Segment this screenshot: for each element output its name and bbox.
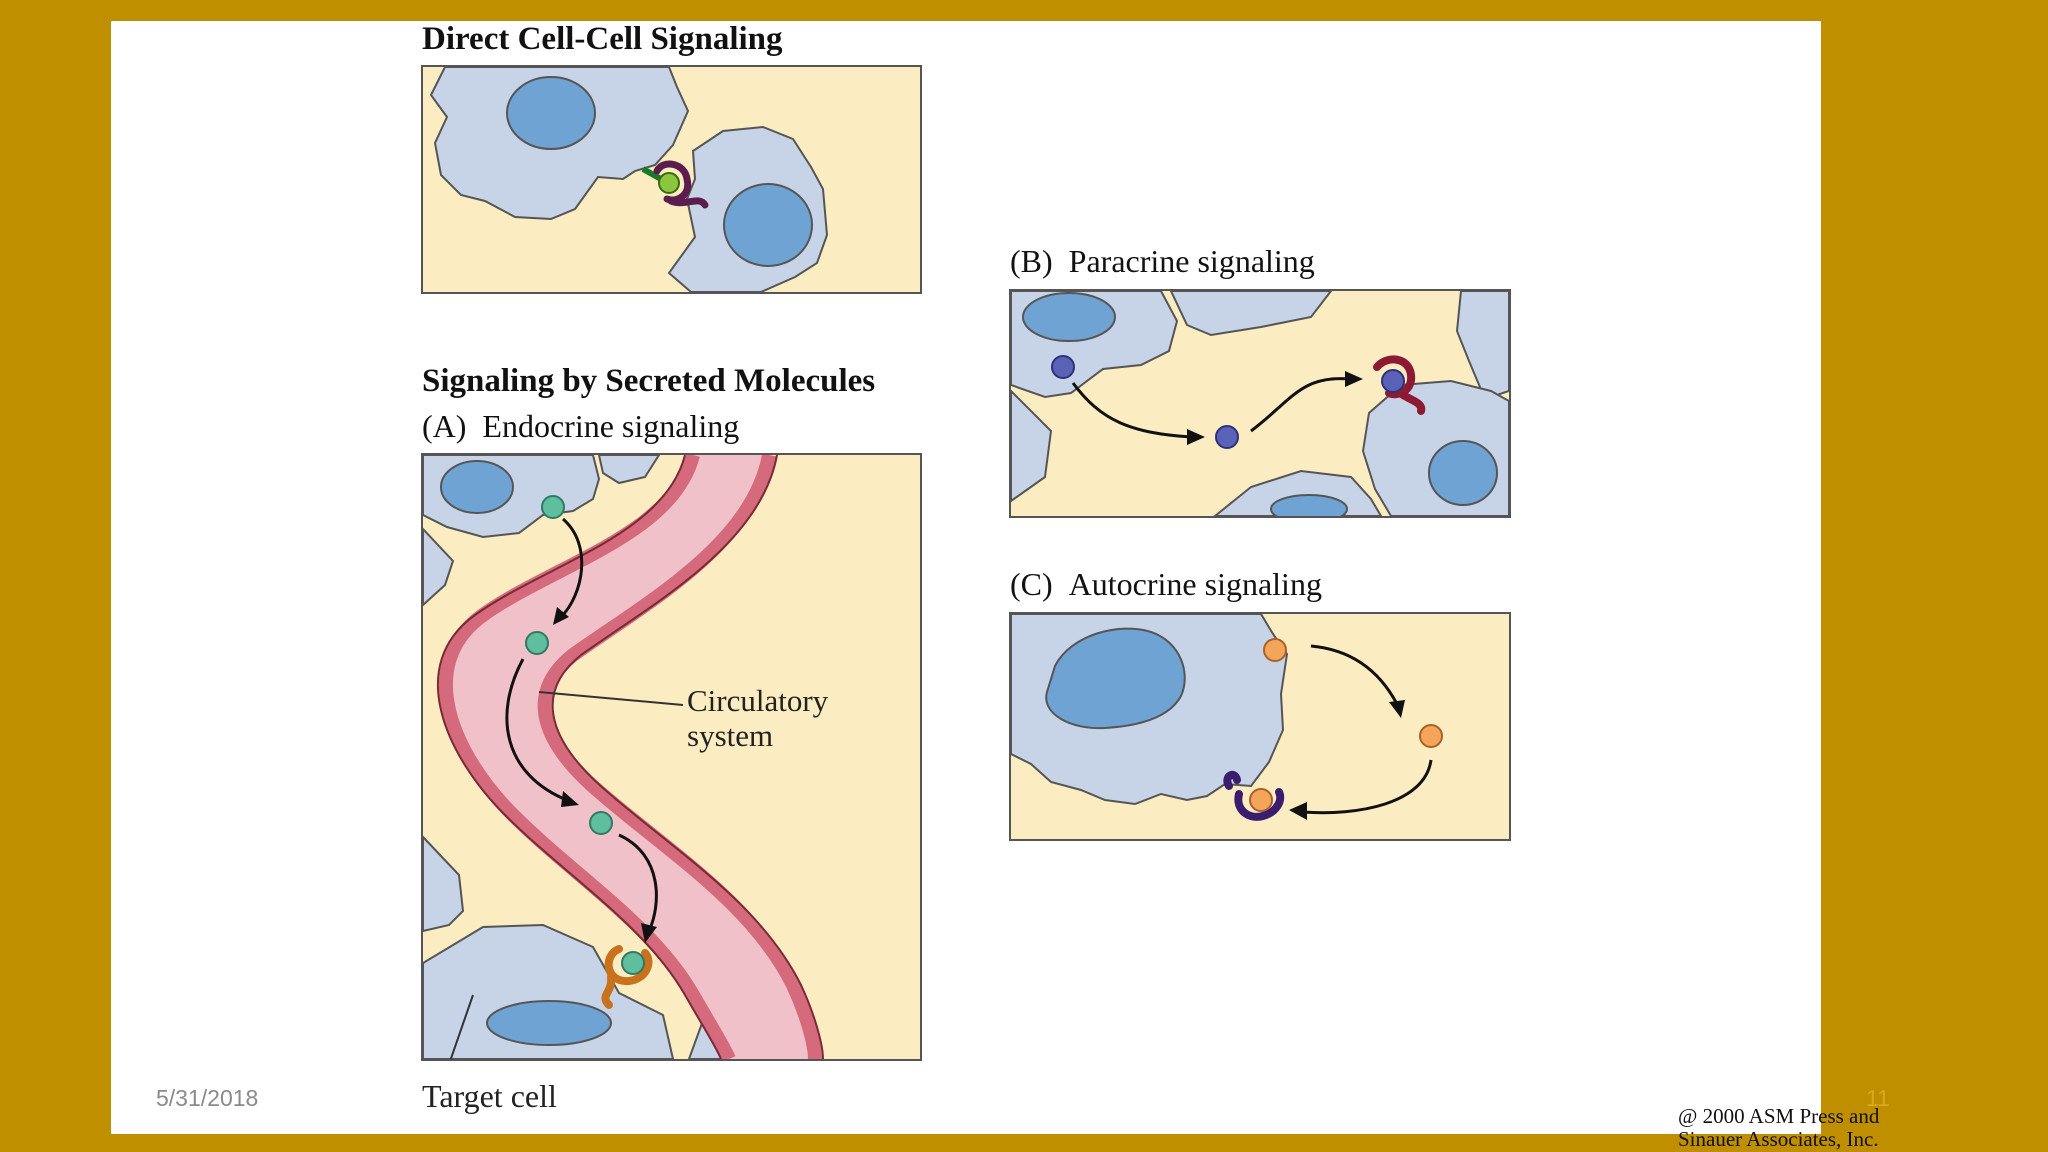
paracrine-label: Paracrine signaling [1068,243,1315,279]
autocrine-illustration [1011,614,1443,821]
autocrine-subtitle: (C) Autocrine signaling [1010,566,1322,603]
circulatory-label-line2: system [687,718,774,753]
copyright-line2: Sinauer Associates, Inc. [1678,1127,1879,1151]
arrow-paracrine-2-head [1345,371,1363,387]
paracrine-illustration [1011,291,1509,516]
nucleus-left [506,76,596,150]
vessel-wall-left [439,455,736,1059]
autocrine-nucleus [1045,627,1186,730]
signal-paracrine-bound [1381,369,1405,393]
paracrine-cell-right-top [1455,291,1509,401]
cell-left-small [423,527,455,607]
paracrine-nucleus-right [1428,440,1498,506]
circulatory-vessel [445,455,815,1059]
slide-date: 5/31/2018 [156,1085,259,1111]
paracrine-cell-top [1169,291,1333,337]
target-nucleus [486,1000,612,1046]
signal-endocrine-bound [621,951,645,975]
signal-autocrine-1 [1263,638,1287,662]
slide: Direct Cell-Cell Signaling Signaling by … [111,21,1879,1151]
signal-paracrine-2 [1215,425,1239,449]
target-cell-label: Target cell [422,1078,557,1114]
direct-signaling-panel [421,65,922,294]
cell-left-lower [423,835,465,933]
autocrine-letter: (C) [1010,566,1053,602]
arrow-autocrine-1-head [1389,700,1405,718]
target-cell-callout-line [449,994,474,1059]
endocrine-illustration [423,455,824,1059]
autocrine-panel [1009,612,1511,841]
circulatory-label-line1: Circulatory [687,683,829,718]
endocrine-nucleus-top [440,460,514,514]
circulatory-label: Circulatory system [687,683,828,753]
secreted-signaling-title: Signaling by Secreted Molecules [422,363,876,399]
arrow-endocrine-2 [505,658,570,803]
arrow-autocrine-1 [1310,644,1399,705]
direct-signaling-title: Direct Cell-Cell Signaling [422,21,783,57]
vessel-outline-right [551,455,824,1059]
arrow-paracrine-2 [1250,377,1350,433]
receptor-endocrine [601,945,653,1009]
endocrine-label: Endocrine signaling [482,408,740,444]
circulatory-callout-line [538,691,684,706]
signal-autocrine-bound [1249,788,1273,812]
arrow-paracrine-1-head [1187,429,1205,445]
arrow-endocrine-1-head [553,607,569,625]
paracrine-nucleus-bottom [1270,494,1348,516]
receptor-direct [653,160,709,209]
paracrine-nucleus-left [1022,292,1116,342]
endocrine-subtitle: (A) Endocrine signaling [422,408,739,445]
receptor-paracrine [1373,355,1426,415]
arrow-autocrine-2-head [1289,802,1307,820]
cell-top-small [597,455,661,485]
arrow-endocrine-1 [559,517,584,619]
copyright-line1: @ 2000 ASM Press and [1678,1104,1880,1128]
slide-page-number: 11 [1866,1085,1890,1111]
paracrine-subtitle: (B) Paracrine signaling [1010,243,1315,280]
copyright-notice: @ 2000 ASM Press and Sinauer Associates,… [1678,1105,1879,1151]
arrow-endocrine-2-head [561,791,579,807]
arrow-endocrine-3-head [641,923,657,943]
vessel-wall-right [537,455,822,1059]
autocrine-label: Autocrine signaling [1068,566,1322,602]
signal-endocrine-3 [589,811,613,835]
arrow-paracrine-1 [1071,382,1192,439]
membrane-signal-stalk [641,166,663,182]
signal-molecule-direct [658,172,680,194]
arrow-autocrine-2 [1302,759,1433,815]
signal-paracrine-1 [1051,355,1075,379]
paracrine-letter: (B) [1010,243,1053,279]
signal-endocrine-2 [525,631,549,655]
vessel-outline-left [437,455,722,1059]
paracrine-cell-left-lower [1011,389,1053,503]
paracrine-panel [1009,289,1511,518]
direct-signaling-illustration [429,67,829,292]
signal-endocrine-1 [541,495,565,519]
arrow-endocrine-3 [618,833,658,932]
nucleus-right [723,183,813,267]
signal-autocrine-2 [1419,724,1443,748]
receptor-autocrine [1223,770,1285,821]
endocrine-panel [421,453,922,1061]
endocrine-letter: (A) [422,408,467,444]
